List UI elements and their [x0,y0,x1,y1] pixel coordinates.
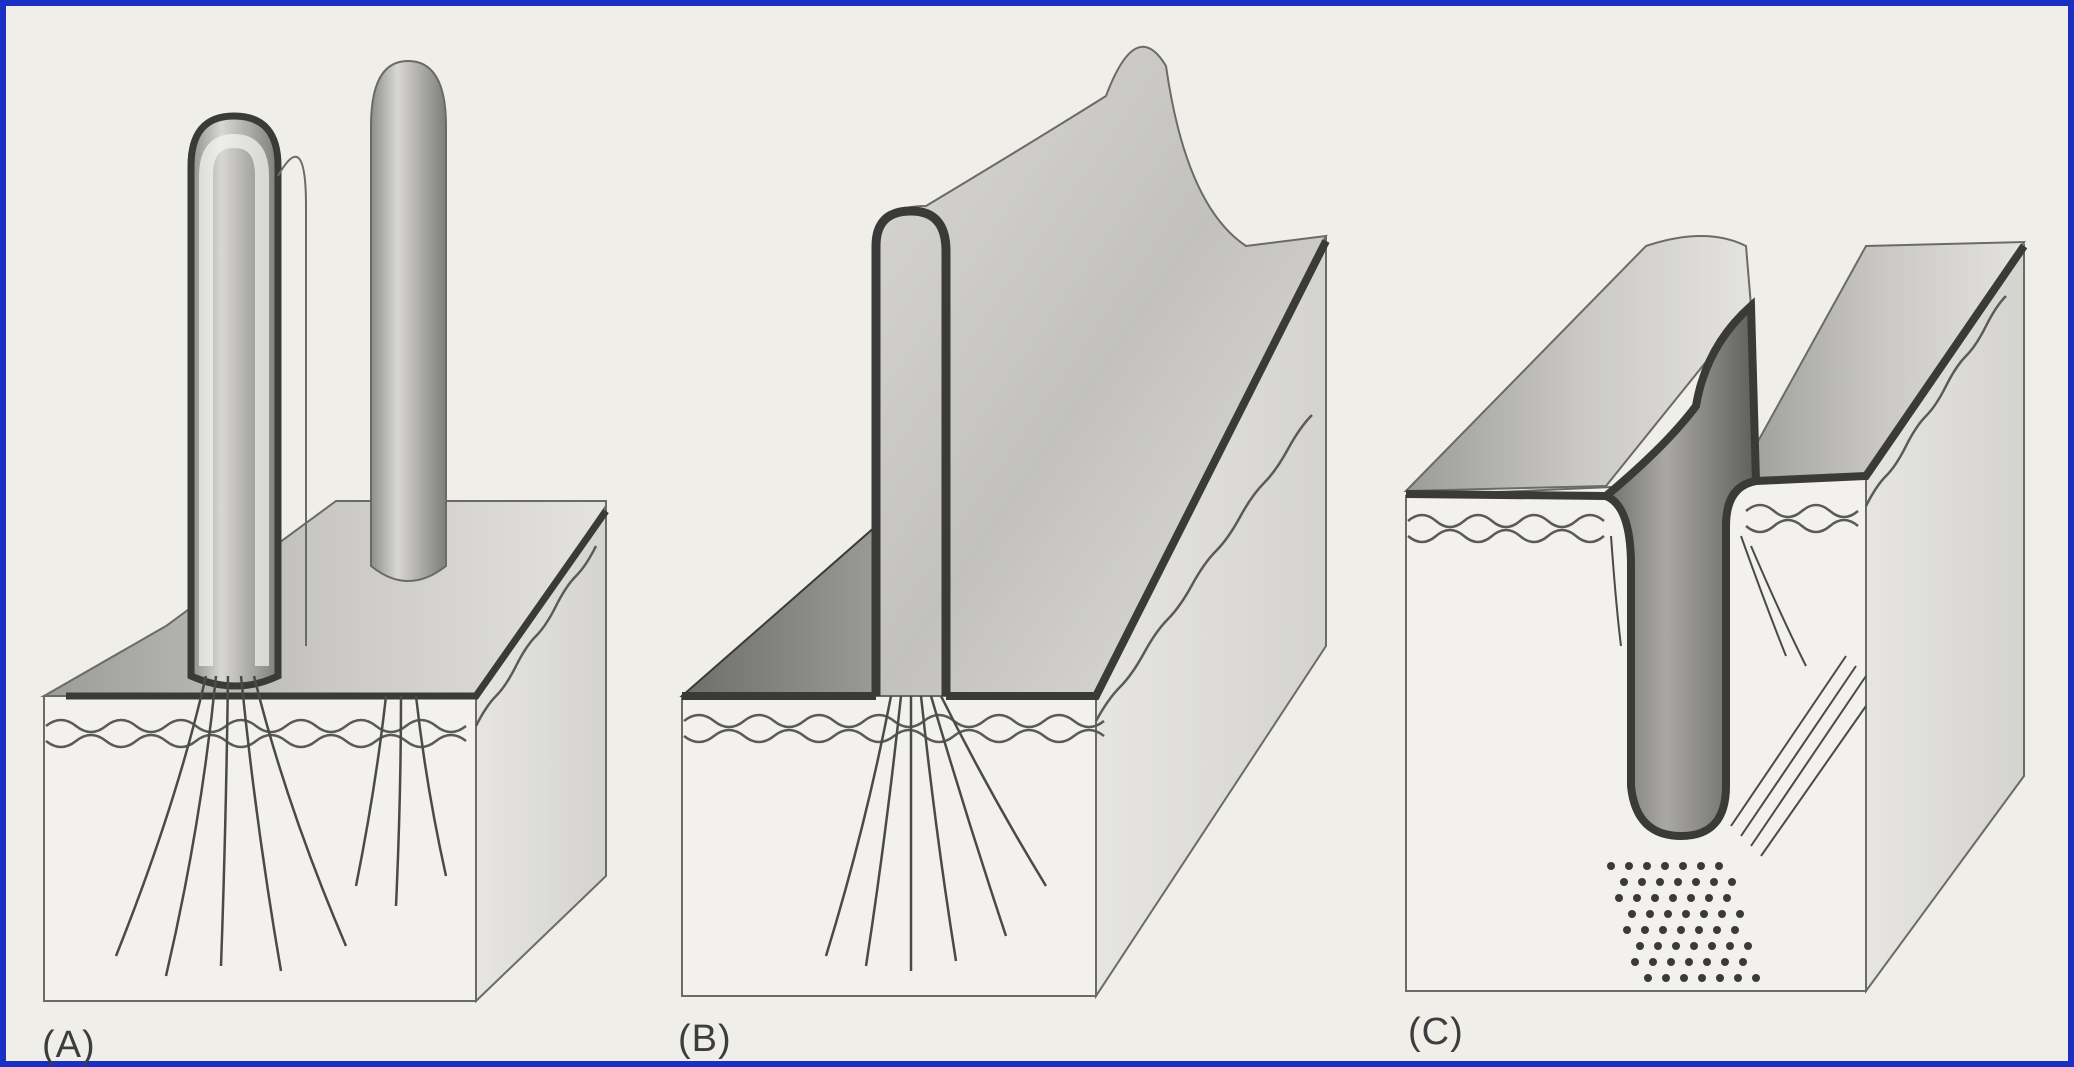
cell-dot [1659,926,1667,934]
cell-dot [1713,926,1721,934]
cell-dot [1703,958,1711,966]
cell-dot [1687,894,1695,902]
cell-dot [1680,974,1688,982]
cell-dot [1692,878,1700,886]
cell-dot [1651,894,1659,902]
cell-dot [1731,926,1739,934]
cell-dot [1638,878,1646,886]
cell-dot [1667,958,1675,966]
cell-dot [1656,878,1664,886]
cell-dot [1625,862,1633,870]
cell-dot [1615,894,1623,902]
cell-dot [1662,974,1670,982]
cell-dot [1744,942,1752,950]
cell-dot [1649,958,1657,966]
cell-dot [1636,942,1644,950]
cell-dot [1715,862,1723,870]
cell-dot [1669,894,1677,902]
panel-a-drawing [44,61,606,1001]
cell-dot [1734,974,1742,982]
panel-b-left-top [682,526,876,696]
cell-dot [1698,974,1706,982]
cell-dot [1628,910,1636,918]
cell-dot [1685,958,1693,966]
panel-b-front-face [682,696,1096,996]
cell-dot [1654,942,1662,950]
cell-dot [1664,910,1672,918]
cell-dot [1633,894,1641,902]
cell-dot [1695,926,1703,934]
cell-dot [1643,862,1651,870]
cell-dot [1716,974,1724,982]
cell-dot [1710,878,1718,886]
figure-frame: (A) (B) (C) [6,6,2068,1061]
panel-c-drawing [1406,236,2024,991]
cell-dot [1736,910,1744,918]
cell-dot [1674,878,1682,886]
cell-dot [1705,894,1713,902]
cell-dot [1726,942,1734,950]
cell-dot [1661,862,1669,870]
cell-dot [1739,958,1747,966]
panel-a-back-villus [371,61,446,581]
cell-dot [1708,942,1716,950]
cell-dot [1721,958,1729,966]
cell-dot [1623,926,1631,934]
cell-dot [1718,910,1726,918]
cell-dot [1682,910,1690,918]
cell-dot [1728,878,1736,886]
cell-dot [1752,974,1760,982]
cell-dot [1620,878,1628,886]
cell-dot [1690,942,1698,950]
cell-dot [1646,910,1654,918]
cell-dot [1631,958,1639,966]
panel-c-label: (C) [1408,1011,1464,1054]
cell-dot [1679,862,1687,870]
cell-dot [1672,942,1680,950]
cell-dot [1641,926,1649,934]
epithelial-fold-illustration [6,6,2068,1061]
panel-b-drawing [682,47,1326,996]
cell-dot [1677,926,1685,934]
cell-dot [1697,862,1705,870]
panel-b-label: (B) [678,1018,732,1061]
cell-dot [1700,910,1708,918]
cell-dot [1607,862,1615,870]
cell-dot [1723,894,1731,902]
panel-a-label: (A) [42,1024,96,1067]
cell-dot [1644,974,1652,982]
